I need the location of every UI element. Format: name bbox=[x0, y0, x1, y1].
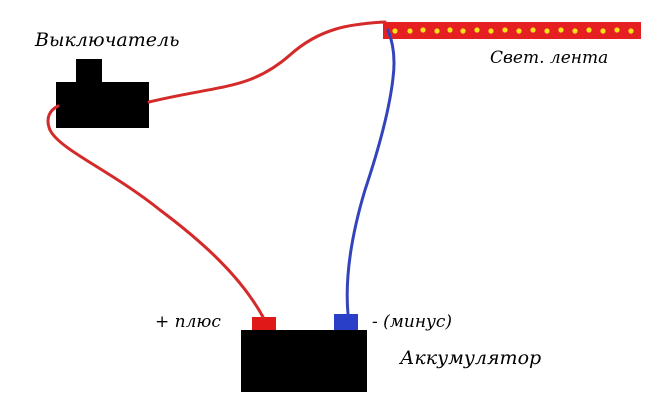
led-dot bbox=[434, 28, 440, 34]
strip-label: Свет. лента bbox=[490, 48, 608, 68]
led-dot bbox=[628, 28, 634, 34]
led-dot bbox=[502, 27, 508, 33]
led-dot bbox=[474, 27, 480, 33]
led-dot bbox=[460, 28, 466, 34]
led-dot bbox=[572, 28, 578, 34]
led-dot bbox=[392, 28, 398, 34]
led-dot bbox=[558, 27, 564, 33]
led-dot bbox=[420, 27, 426, 33]
led-dot bbox=[447, 27, 453, 33]
positive-wire-switch-to-strip bbox=[147, 20, 387, 104]
led-dot bbox=[614, 27, 620, 33]
led-dots bbox=[392, 27, 634, 34]
positive-wire-battery-to-switch bbox=[46, 104, 265, 319]
plus-terminal bbox=[252, 317, 276, 330]
led-dot bbox=[530, 27, 536, 33]
led-strip bbox=[383, 22, 641, 39]
led-dot bbox=[488, 28, 494, 34]
battery-body bbox=[241, 330, 367, 392]
minus-terminal bbox=[334, 314, 358, 330]
switch-body bbox=[56, 82, 149, 128]
plus-terminal-label: + плюс bbox=[155, 312, 221, 332]
switch-label: Выключатель bbox=[34, 29, 179, 51]
led-dot bbox=[586, 27, 592, 33]
led-dot bbox=[407, 28, 413, 34]
led-dot bbox=[516, 28, 522, 34]
negative-wire-battery-to-strip bbox=[345, 28, 396, 316]
battery-label: Аккумулятор bbox=[398, 347, 541, 369]
switch-button bbox=[76, 59, 102, 85]
led-dot bbox=[600, 28, 606, 34]
minus-terminal-label: - (минус) bbox=[372, 312, 452, 332]
led-dot bbox=[544, 28, 550, 34]
